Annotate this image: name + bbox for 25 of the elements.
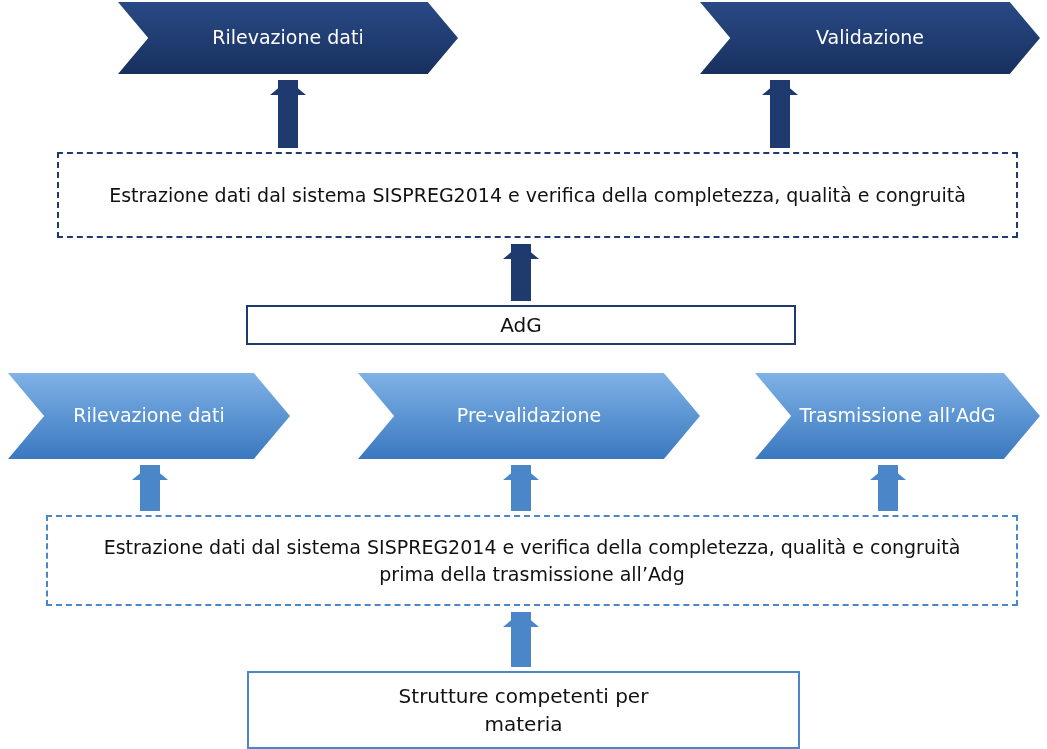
chevron-shape bbox=[700, 2, 1040, 74]
chevron-shape bbox=[8, 373, 290, 459]
dashed-box bbox=[46, 515, 1018, 606]
dashed-box bbox=[57, 152, 1018, 238]
actor-box bbox=[247, 671, 800, 749]
block-arrow bbox=[503, 244, 539, 301]
step-label: Pre-validazione bbox=[455, 404, 603, 428]
step-label: Validazione bbox=[814, 26, 925, 50]
actor-label: AdG bbox=[500, 312, 542, 339]
step-label: Trasmissione all’AdG bbox=[798, 404, 997, 428]
block-arrow bbox=[270, 80, 306, 148]
step-label: Rilevazione dati bbox=[211, 26, 365, 50]
block-arrow bbox=[503, 612, 539, 667]
block-arrow bbox=[132, 465, 168, 511]
chevron-shape bbox=[358, 373, 700, 459]
step-label: Rilevazione dati bbox=[72, 404, 226, 428]
actor-label: Strutture competenti per materia bbox=[397, 683, 650, 738]
actor-box bbox=[246, 305, 796, 345]
description-text: Estrazione dati dal sistema SISPREG2014 e verifica della completezza, qualità e congruità prima della trasmissione all’Adg bbox=[102, 534, 962, 587]
chevron-shape bbox=[118, 2, 458, 74]
block-arrow bbox=[503, 465, 539, 511]
description-text: Estrazione dati dal sistema SISPREG2014 e verifica della completezza, qualità e congruità bbox=[109, 182, 966, 208]
chevron-shape bbox=[755, 373, 1040, 459]
block-arrow bbox=[762, 80, 798, 148]
block-arrow bbox=[870, 465, 906, 511]
